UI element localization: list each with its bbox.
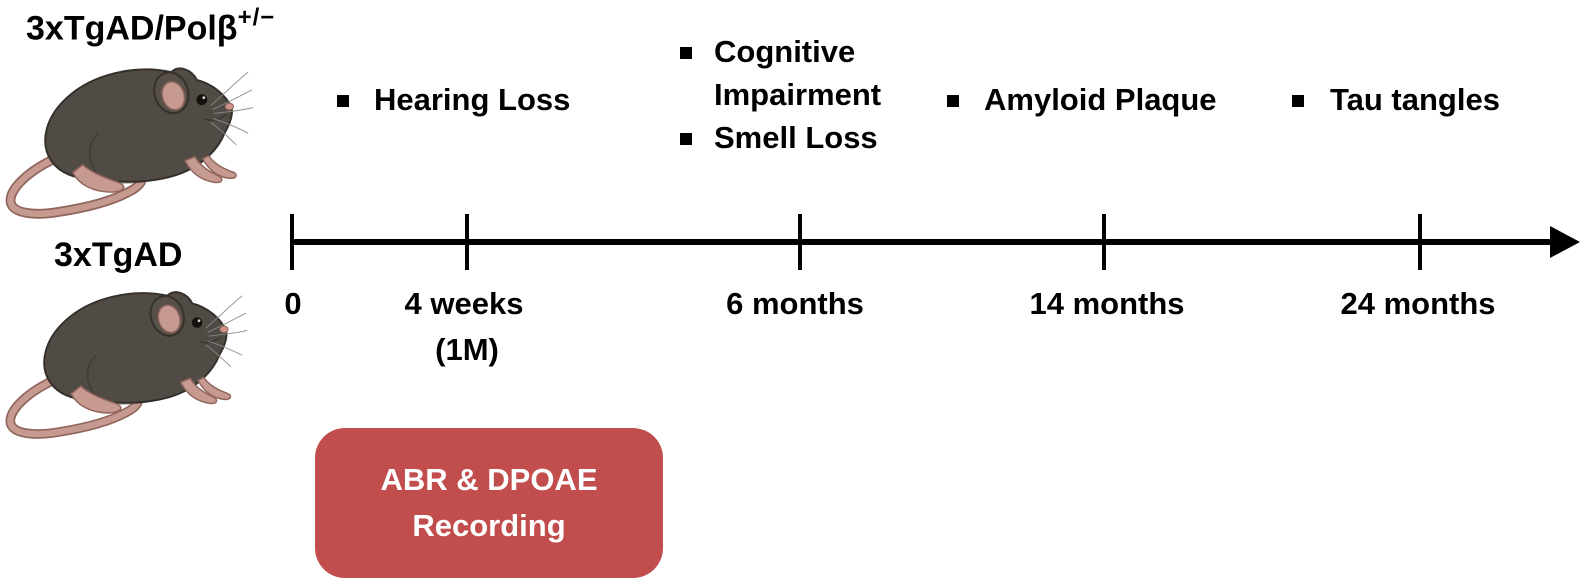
callout-line2: Recording — [412, 508, 566, 543]
milestone-tau-tangles: Tau tangles — [1330, 82, 1500, 117]
bullet-square-icon — [1292, 95, 1304, 107]
timeline-arrowhead-icon — [1550, 226, 1580, 258]
milestone-amyloid-plaque: Amyloid Plaque — [984, 82, 1217, 117]
timeline-tick-4weeks — [465, 214, 469, 270]
callout-box-abr-dpoae: ABR & DPOAE Recording — [315, 428, 663, 578]
milestone-smell-loss: Smell Loss — [714, 120, 878, 155]
group-label-3xtgad: 3xTgAD — [54, 236, 182, 275]
timeline-tick-6months — [798, 214, 802, 270]
tick-label-0: 0 — [284, 286, 302, 321]
group2-name: 3xTgAD — [54, 236, 183, 274]
mouse-illustration-1 — [2, 62, 254, 220]
group1-genotype-superscript: +/− — [237, 4, 276, 31]
tick-label-24months: 24 months — [1340, 286, 1496, 321]
tick-label-14months: 14 months — [1029, 286, 1185, 321]
bullet-square-icon — [680, 47, 692, 59]
milestone-hearing-loss: Hearing Loss — [374, 82, 571, 117]
tick-label-6months: 6 months — [726, 286, 864, 321]
bullet-square-icon — [947, 95, 959, 107]
timeline-tick-24months — [1418, 214, 1422, 270]
group1-name: 3xTgAD/Polβ — [26, 9, 238, 48]
timeline-axis — [292, 239, 1556, 245]
callout-line1: ABR & DPOAE — [380, 462, 598, 497]
timeline-tick-0 — [290, 214, 294, 270]
bullet-square-icon — [337, 95, 349, 107]
group-label-3xtgad-polb: 3xTgAD/Polβ+/− — [26, 4, 276, 48]
mouse-illustration-2 — [2, 286, 248, 440]
tick-label-4weeks: 4 weeks — [404, 286, 524, 321]
milestone-cognitive-line2: Impairment — [714, 77, 882, 112]
timeline-tick-14months — [1102, 214, 1106, 270]
tick-label-4weeks-subline: (1M) — [435, 332, 499, 367]
milestone-cognitive-line1: Cognitive — [714, 34, 856, 69]
bullet-square-icon — [680, 133, 692, 145]
